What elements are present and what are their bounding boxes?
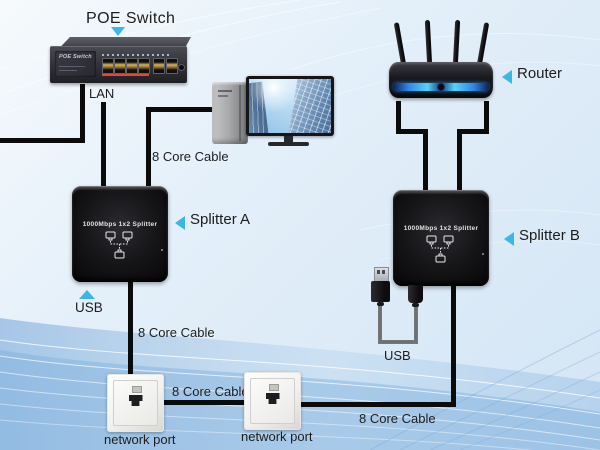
- poe-port-4: [138, 58, 150, 74]
- rj45-jack-icon: [128, 395, 143, 406]
- wall-port-1-label: network port: [104, 432, 176, 447]
- splitter-a-led: [161, 249, 163, 251]
- router-device: [389, 62, 493, 98]
- splitter-b-device: 1000Mbps 1x2 Splitter: [393, 190, 489, 286]
- poe-switch-faceplate-text: POE Switch: [59, 54, 92, 60]
- rj45-jack-window: [131, 386, 142, 393]
- pc-tower: [212, 82, 248, 144]
- cable-pc-to-splitter-a-v: [146, 107, 151, 190]
- poe-switch-device: POE Switch: [50, 46, 187, 83]
- wall-port-1: [107, 374, 164, 432]
- cable-wall-port-to-splitter-b-v: [451, 284, 456, 407]
- pointer-left-icon: [504, 232, 514, 246]
- poe-ports-red-stripe: [102, 74, 149, 76]
- lan-label: LAN: [89, 86, 115, 101]
- cable-router-left-h: [396, 129, 428, 134]
- cable-lan-to-splitter-a: [101, 102, 106, 190]
- port-numbers-strip: [102, 54, 172, 56]
- splitter-a-label: Splitter A: [190, 211, 251, 228]
- rj45-jack-window: [268, 384, 279, 391]
- splitter-a-panel-text: 1000Mbps 1x2 Splitter: [82, 221, 158, 228]
- usb-cable-v2: [414, 306, 418, 344]
- sun-flare: [249, 79, 331, 133]
- usb-a-plug-body: [371, 281, 390, 302]
- splitter-b-led: [482, 253, 484, 255]
- wall-port-2: [244, 372, 301, 430]
- power-socket: [178, 64, 185, 71]
- poe-switch-faceplate: POE Switch: [55, 51, 96, 77]
- monitor-stand-base: [268, 142, 309, 146]
- cable-wall-port-to-splitter-b-h: [299, 402, 456, 407]
- cable-switch-to-left-edge-h: [0, 138, 85, 143]
- poe-switch-title: POE Switch: [86, 10, 176, 27]
- cable-wall-port-to-wall-port: [163, 400, 248, 405]
- pointer-left-icon: [502, 70, 512, 84]
- splitter-ports-icon: [105, 231, 133, 259]
- rj45-jack-icon: [265, 393, 280, 404]
- splitter-a-device: 1000Mbps 1x2 Splitter: [72, 186, 168, 282]
- cable-router-right-v2: [457, 129, 462, 192]
- router-label: Router: [517, 65, 563, 82]
- splitter-a-usb-label: USB: [75, 300, 103, 315]
- cable-label-wall-to-wall: 8 Core Cable: [172, 384, 249, 399]
- router-led-strip: [393, 83, 489, 91]
- monitor-stand-neck: [284, 136, 293, 143]
- poe-port-3: [126, 58, 138, 74]
- usb-cable-h: [378, 340, 418, 344]
- cable-label-pc-to-splitter-a: 8 Core Cable: [152, 149, 229, 164]
- splitter-b-label: Splitter B: [519, 227, 580, 244]
- cable-switch-to-left-edge-v: [80, 84, 85, 140]
- cable-router-right-v1: [484, 101, 489, 134]
- pointer-up-icon: [79, 290, 95, 299]
- micro-usb-plug: [408, 285, 423, 303]
- pc-monitor: [246, 76, 334, 136]
- splitter-ports-icon: [426, 235, 454, 263]
- splitter-b-usb-label: USB: [384, 348, 411, 363]
- cable-router-left-v1: [396, 101, 401, 134]
- poe-port-1: [102, 58, 114, 74]
- cable-router-right-h: [457, 129, 489, 134]
- usb-cable-v1: [378, 305, 382, 344]
- cable-pc-to-splitter-a-h: [147, 107, 217, 112]
- usb-a-plug-neck: [377, 302, 384, 306]
- monitor-screen: [249, 79, 331, 133]
- poe-port-2: [114, 58, 126, 74]
- poe-switch-top-face: [60, 37, 191, 47]
- pointer-down-icon: [111, 27, 125, 36]
- cable-router-left-v2: [423, 129, 428, 192]
- micro-usb-plug-neck: [412, 303, 419, 307]
- usb-a-plug-metal: [374, 267, 389, 282]
- uplink-port-2: [166, 58, 178, 74]
- wall-port-2-label: network port: [241, 429, 313, 444]
- uplink-port-1: [153, 58, 165, 74]
- pointer-left-icon: [175, 216, 185, 230]
- cable-label-splitter-a-to-wall: 8 Core Cable: [138, 325, 215, 340]
- splitter-b-panel-text: 1000Mbps 1x2 Splitter: [403, 225, 479, 232]
- cable-label-wall-to-splitter-b: 8 Core Cable: [359, 411, 436, 426]
- cable-splitter-a-to-wall-port: [128, 278, 133, 378]
